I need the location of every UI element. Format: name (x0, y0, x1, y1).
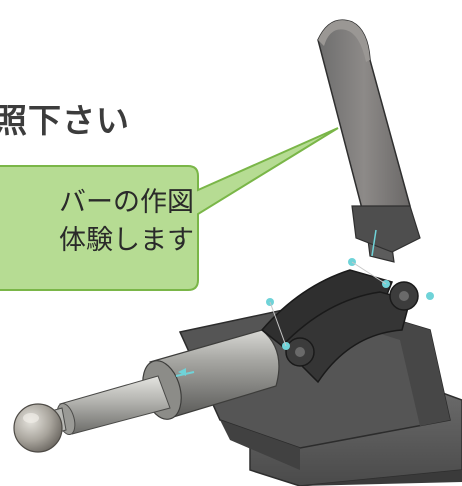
linkage-arms[interactable] (260, 258, 434, 384)
callout-text: バーの作図 体験します (0, 184, 196, 260)
ball-end[interactable] (13, 403, 63, 453)
lever-handle[interactable] (317, 19, 421, 263)
callout-line-2: 体験します (59, 225, 194, 256)
page-heading: 照下さい (0, 101, 130, 140)
callout-line-1: バーの作図 (59, 187, 194, 218)
